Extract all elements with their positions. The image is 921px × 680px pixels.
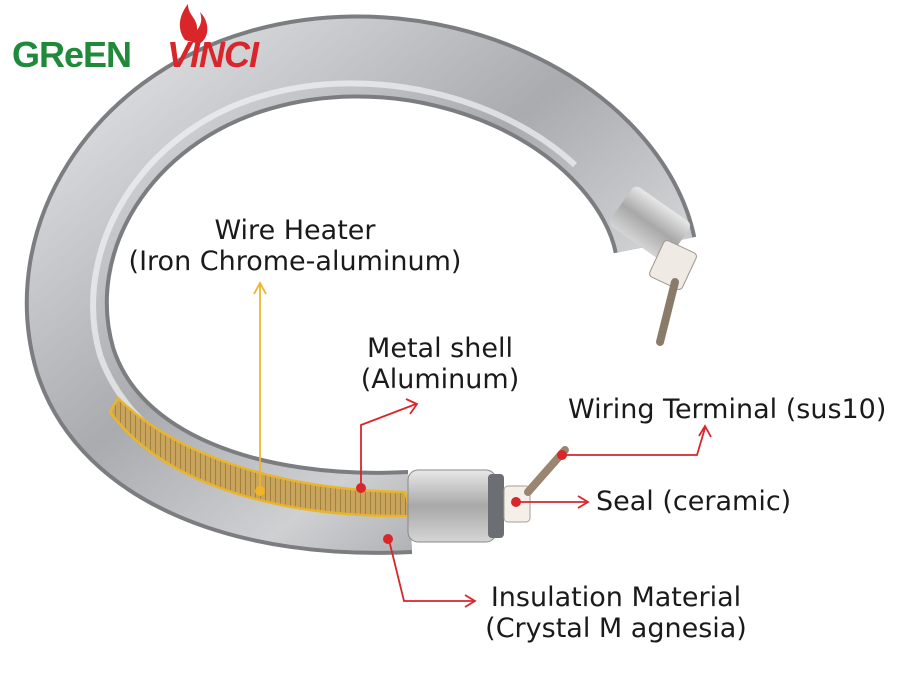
- insulation-pointer: [383, 534, 477, 608]
- insulation-title: Insulation Material: [490, 582, 742, 613]
- wire-heater-material: (Iron Chrome-aluminum): [128, 246, 462, 277]
- insulation-label: Insulation Material (Crystal M agnesia): [478, 582, 754, 644]
- metal-shell-material: (Aluminum): [360, 364, 520, 395]
- brand-logo: GReEN VINCI: [12, 30, 282, 78]
- logo-text-red: VINCI: [167, 34, 259, 75]
- metal-shell-label: Metal shell (Aluminum): [340, 333, 540, 395]
- wiring-terminal-label: Wiring Terminal (sus10): [568, 394, 887, 425]
- wire-heater-pointer: [253, 281, 267, 496]
- wire-heater-label: Wire Heater (Iron Chrome-aluminum): [118, 215, 472, 277]
- upper-terminal-end: [609, 186, 697, 346]
- flame-icon: [179, 4, 208, 44]
- metal-shell-pointer: [356, 398, 419, 493]
- insulation-material: (Crystal M agnesia): [485, 613, 747, 644]
- wire-heater-title: Wire Heater: [214, 215, 376, 246]
- metal-shell-title: Metal shell: [367, 333, 513, 364]
- lower-terminal-end: [407, 446, 569, 543]
- heater-ring-body: [28, 18, 693, 551]
- seal-pointer: [511, 495, 590, 509]
- seal-label: Seal (ceramic): [596, 486, 792, 517]
- wiring-terminal-pointer: [557, 424, 712, 460]
- logo-text-green: GReEN: [12, 34, 132, 75]
